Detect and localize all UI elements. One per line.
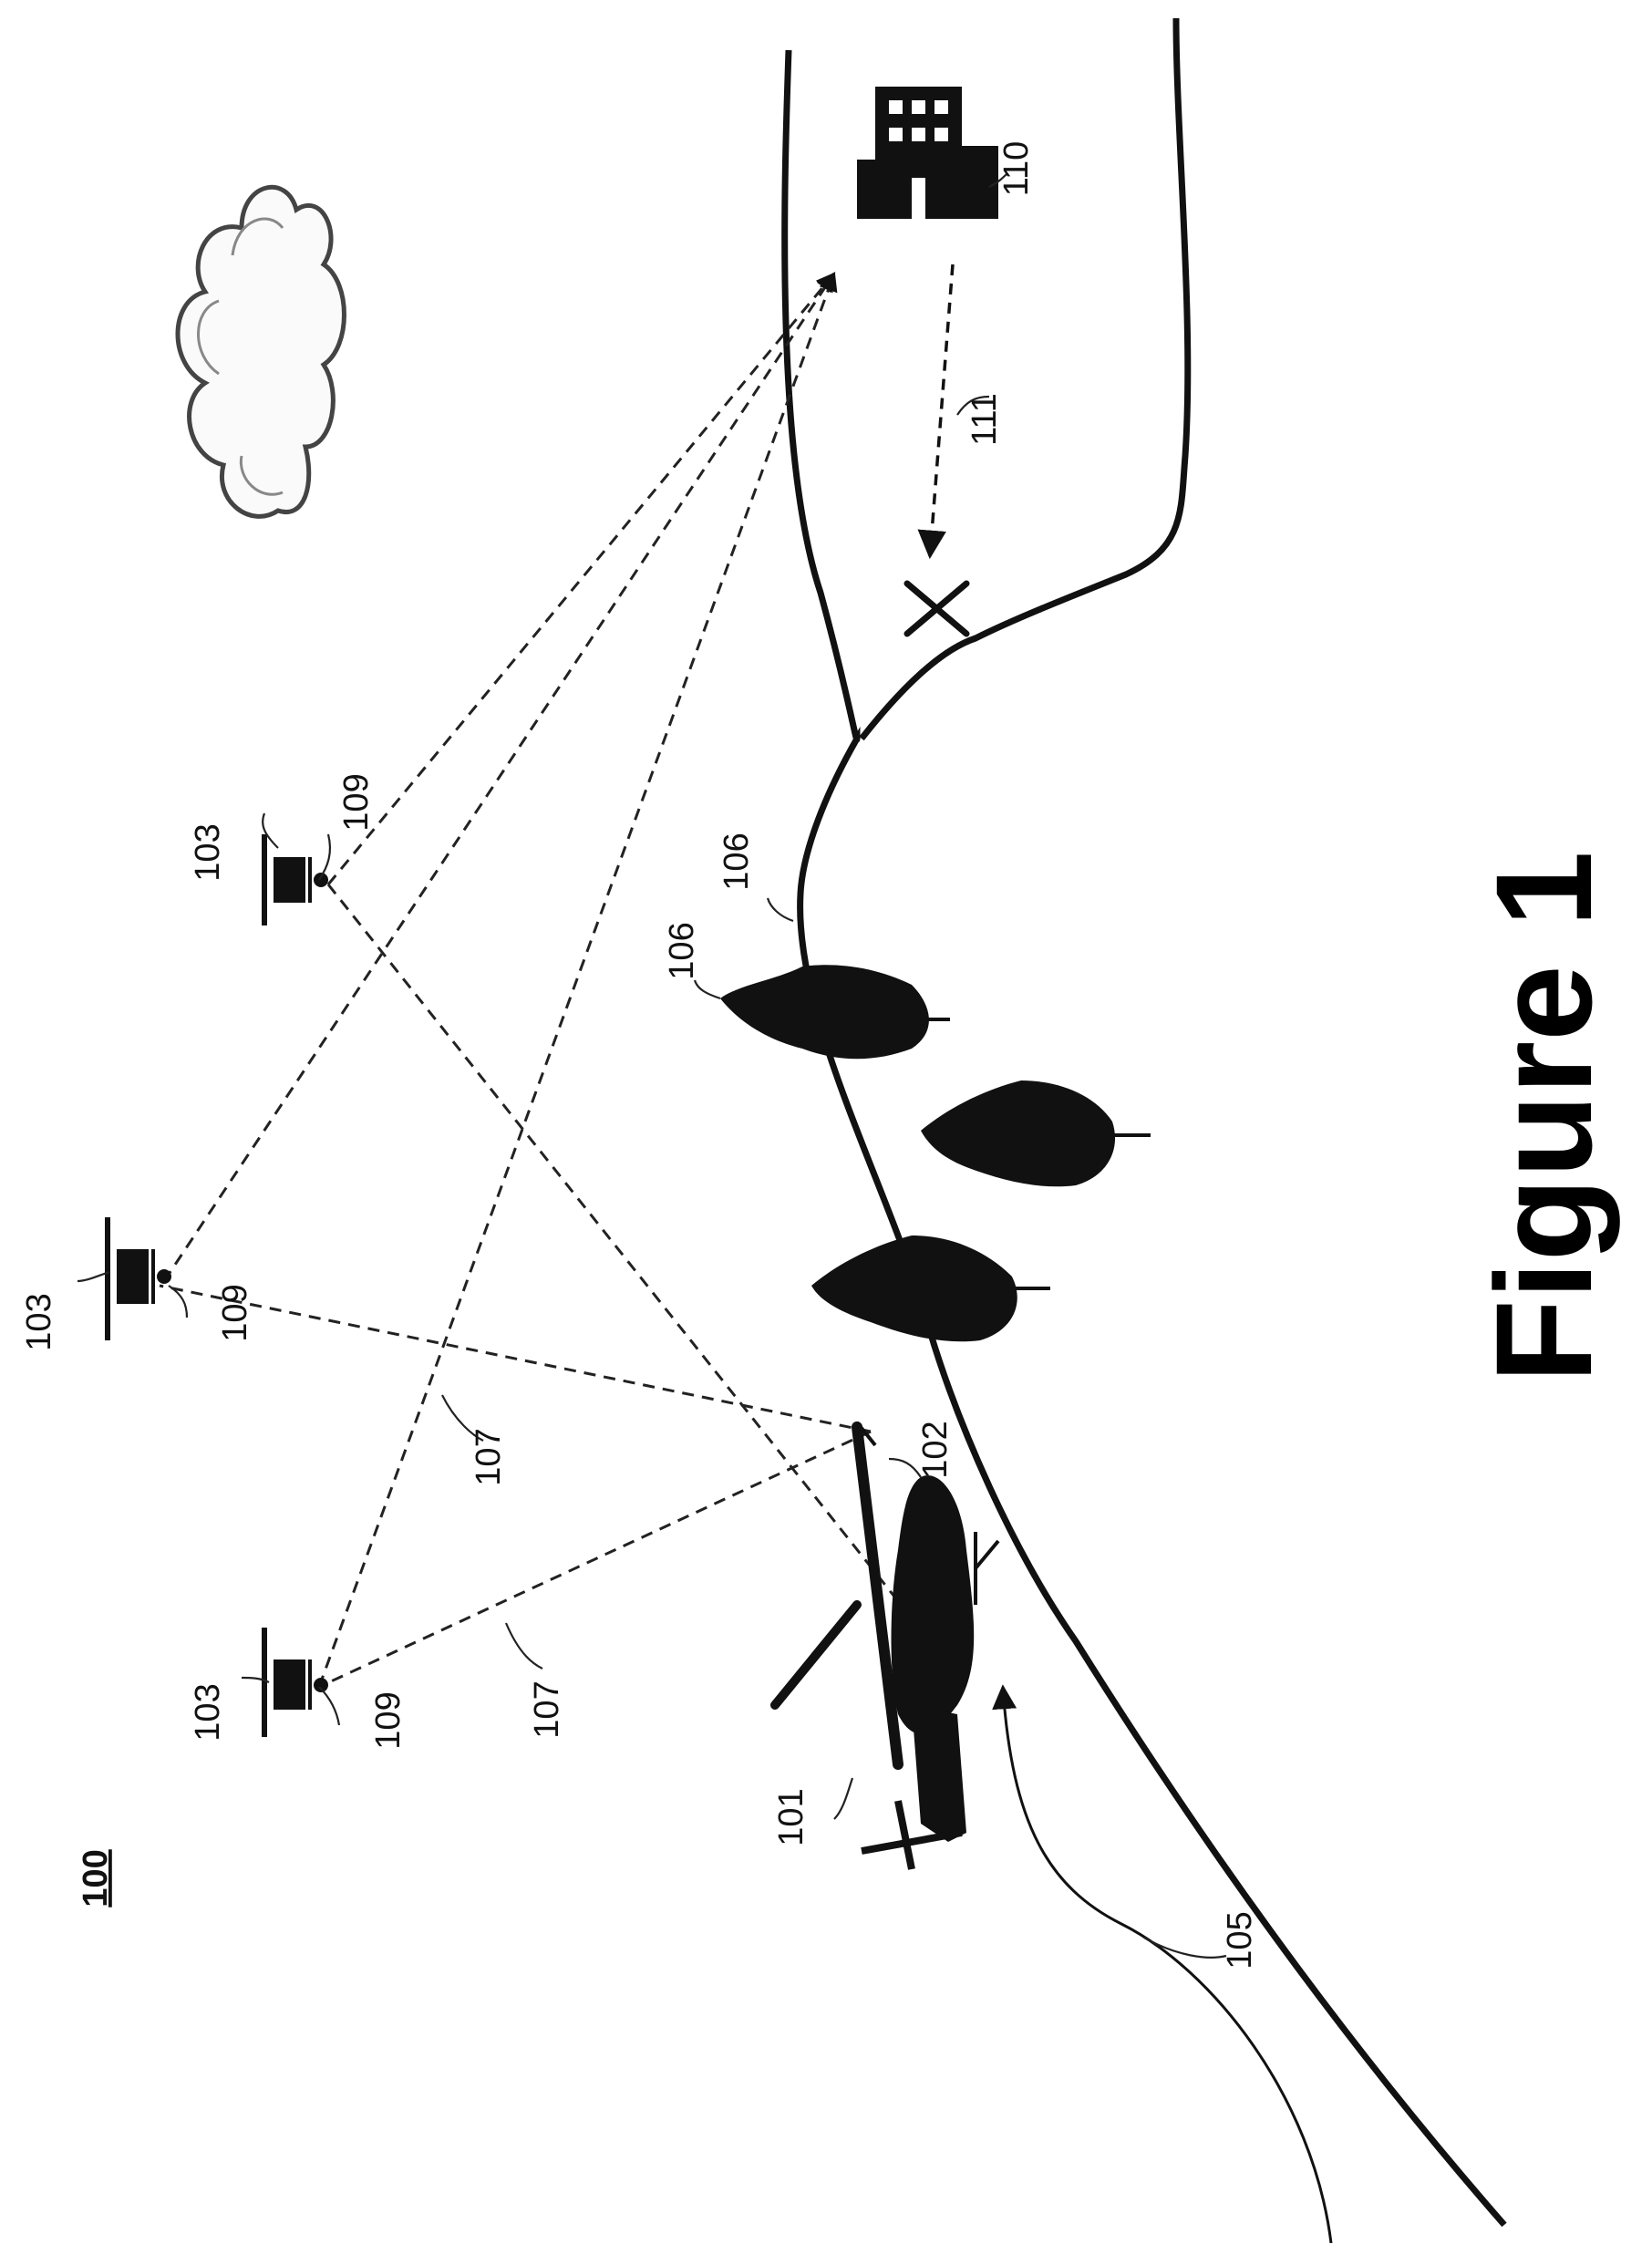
link-arrow: [930, 264, 953, 556]
tree-icon: [720, 965, 950, 1059]
label-helicopter: 101: [772, 1788, 811, 1846]
label-signal-2: 107: [528, 1680, 566, 1738]
figure-caption: Figure 1: [1467, 851, 1620, 1382]
tree-icon: [921, 1080, 1151, 1186]
terrain-path-arrow: [1003, 1687, 1331, 2243]
label-satellite-3: 103: [189, 1683, 227, 1741]
label-signal-1: 107: [470, 1428, 508, 1485]
label-terrain-path: 105: [1221, 1911, 1259, 1969]
terrain-ridge-line: [785, 50, 1504, 2225]
tree-icon: [811, 1236, 1050, 1341]
x-mark-icon: [907, 584, 966, 634]
label-terrain: 106: [718, 832, 756, 890]
label-transmitter-3: 109: [369, 1691, 408, 1749]
label-satellite-2: 103: [20, 1293, 58, 1350]
label-transmitter-1: 109: [337, 773, 376, 831]
satellite-icon: [264, 834, 328, 925]
label-transmitter-2: 109: [216, 1284, 254, 1341]
building-icon: [857, 87, 998, 219]
system-label: 100: [77, 1849, 115, 1907]
satellite-icon: [264, 1628, 328, 1737]
label-satellite-1: 103: [189, 823, 227, 881]
label-sensor: 102: [916, 1421, 955, 1478]
label-building: 110: [997, 141, 1036, 197]
label-link: 111: [965, 393, 1004, 446]
label-tree: 106: [663, 922, 701, 979]
cloud-icon: [178, 187, 345, 516]
satellite-icon: [108, 1217, 171, 1340]
